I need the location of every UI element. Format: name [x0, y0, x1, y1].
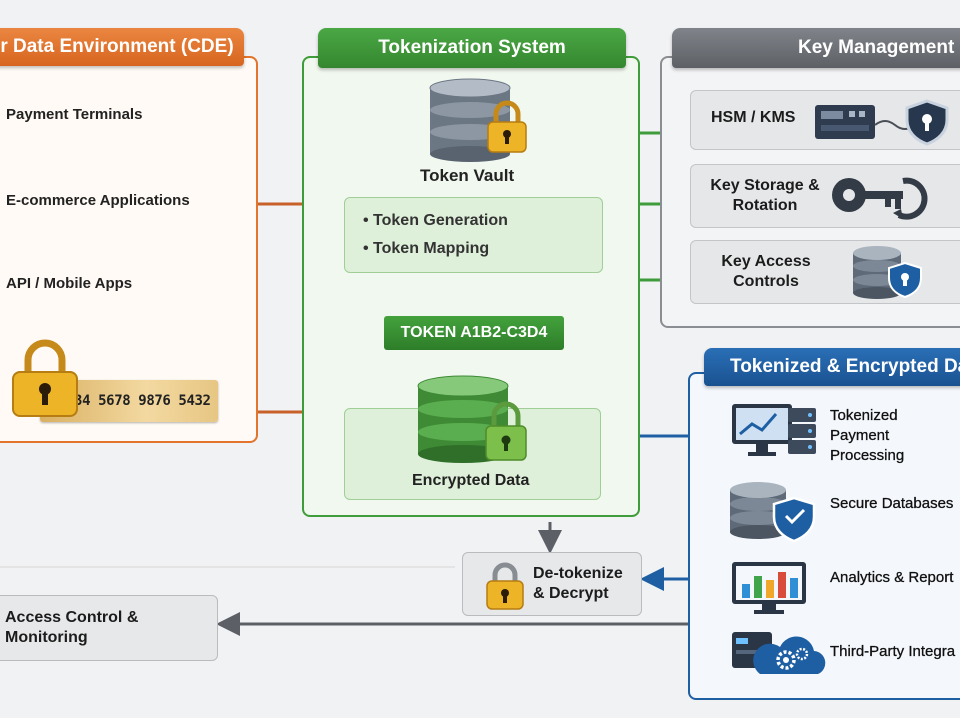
cde-item-api-mobile: API / Mobile Apps	[6, 275, 133, 292]
key-management-panel-title: Key Management	[672, 28, 960, 68]
key-item-access-controls: Key Access Controls	[690, 240, 960, 304]
tokenized-item-secure-databases: Secure Databases	[830, 495, 954, 512]
padlock-icon	[12, 339, 78, 417]
cde-item-payment-terminals: Payment Terminals	[6, 106, 143, 123]
cde-panel-title: r Data Environment (CDE)	[0, 28, 244, 66]
encrypted-database-icon	[417, 375, 527, 463]
bullet-token-generation: • Token Generation	[363, 212, 508, 229]
monitor-server-icon	[732, 404, 816, 456]
analytics-monitor-icon	[732, 562, 806, 614]
key-item-storage-rotation: Key Storage & Rotation	[690, 164, 960, 228]
cde-item-ecommerce: E-commerce Applications	[6, 192, 190, 209]
bullet-token-mapping: • Token Mapping	[363, 240, 490, 257]
detokenize-box: De-tokenize & Decrypt	[462, 552, 642, 616]
tokenized-item-payment-processing: Tokenized Payment Processing	[830, 407, 905, 464]
encrypted-data-label: Encrypted Data	[412, 472, 530, 489]
detokenize-padlock-icon	[486, 562, 524, 610]
tokenized-item-third-party: Third-Party Integra	[830, 643, 956, 660]
tokenized-data-panel-title: Tokenized & Encrypted Da	[704, 348, 960, 386]
key-item-hsm-kms: HSM / KMS	[690, 90, 960, 150]
tokenization-panel-title: Tokenization System	[318, 28, 626, 68]
tokenized-item-analytics: Analytics & Report	[830, 569, 954, 586]
card-number: 1234 5678 9876 5432	[58, 393, 211, 409]
token-vault-database-icon	[429, 78, 527, 162]
token-functions-box: • Token Generation • Token Mapping	[344, 197, 603, 273]
hsm-server-shield-icon	[815, 99, 949, 146]
access-control-box: Access Control & Monitoring	[0, 595, 218, 661]
cloud-gears-icon	[732, 632, 826, 674]
token-value-badge: TOKEN A1B2-C3D4	[384, 316, 564, 350]
access-control-label: Access Control & Monitoring	[5, 609, 139, 646]
secure-database-shield-icon	[730, 482, 816, 543]
key-rotation-icon	[832, 177, 928, 220]
token-vault-label: Token Vault	[420, 166, 515, 185]
database-shield-icon	[853, 246, 922, 299]
detokenize-label: De-tokenize & Decrypt	[533, 565, 623, 602]
